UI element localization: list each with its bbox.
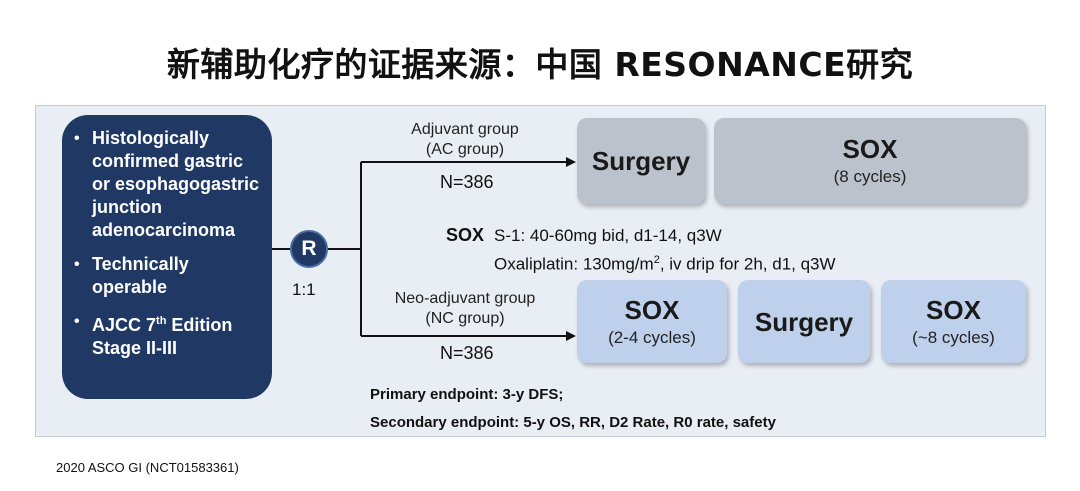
primary-endpoint: Primary endpoint: 3-y DFS; xyxy=(370,386,564,403)
page-title: 新辅助化疗的证据来源：中国 RESONANCE研究 xyxy=(166,45,914,84)
criteria-item: Histologically confirmed gastric or esop… xyxy=(74,127,262,242)
citation: 2020 ASCO GI (NCT01583361) xyxy=(56,460,239,475)
criteria-item: Technically operable xyxy=(74,253,262,299)
neoadjuvant-sox-box: SOX (2-4 cycles) xyxy=(577,280,727,363)
adjuvant-surgery-box: Surgery xyxy=(577,118,705,204)
endpoints: Primary endpoint: 3-y DFS; Secondary end… xyxy=(370,381,776,437)
adjuvant-group-label: Adjuvant group (AC group) xyxy=(411,121,519,158)
neoadjuvant-sox-adjuvant-box: SOX (~8 cycles) xyxy=(881,280,1026,363)
sox-label: SOX xyxy=(446,225,485,245)
randomization-node: R xyxy=(290,230,328,268)
adjuvant-n: N=386 xyxy=(440,172,494,192)
neoadjuvant-surgery-box: Surgery xyxy=(738,280,870,363)
neoadjuvant-group-label: Neo-adjuvant group (NC group) xyxy=(394,290,536,327)
neoadjuvant-n: N=386 xyxy=(440,343,494,363)
randomization-ratio: 1:1 xyxy=(292,280,316,299)
adjuvant-sox-box: SOX (8 cycles) xyxy=(714,118,1026,204)
secondary-endpoint: Secondary endpoint: 5-y OS, RR, D2 Rate,… xyxy=(370,414,776,431)
inclusion-criteria-box: Histologically confirmed gastric or esop… xyxy=(62,115,272,399)
criteria-item-ajcc: AJCC 7th Edition Stage II-III xyxy=(74,310,262,360)
